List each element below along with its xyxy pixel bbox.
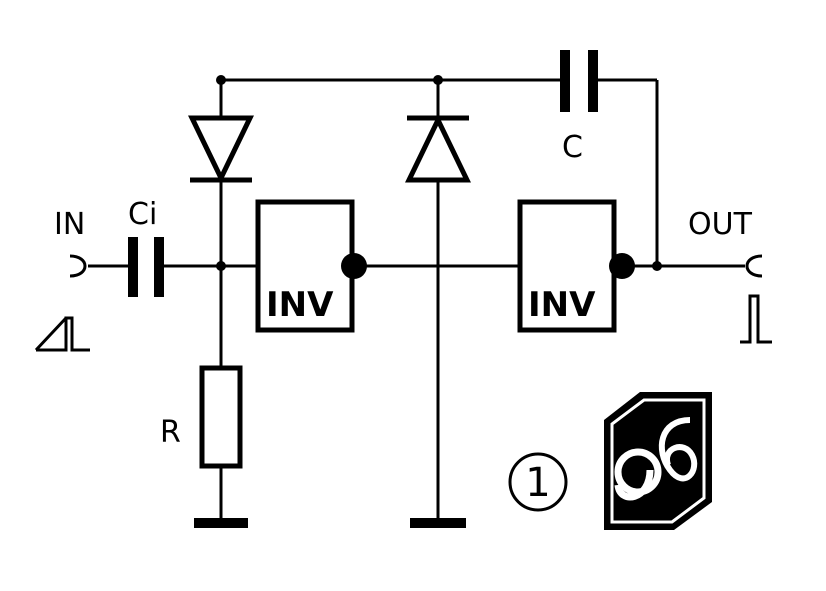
resistor xyxy=(199,365,243,469)
ground-symbol-middle xyxy=(410,518,466,528)
pulse-icon xyxy=(740,294,772,344)
resistor-label: R xyxy=(160,415,181,450)
inverter-1-label: INV xyxy=(266,285,334,325)
diode-left xyxy=(188,115,254,184)
inverter-1: INV xyxy=(255,199,367,333)
feedback-capacitor xyxy=(560,50,598,112)
junction-dot xyxy=(216,261,226,271)
rising-edge-slope xyxy=(34,316,68,352)
input-capacitor xyxy=(128,237,164,297)
output-terminal-icon xyxy=(745,254,763,278)
input-capacitor-label: Ci xyxy=(128,197,157,232)
ge-logo-icon xyxy=(604,392,712,530)
input-terminal-icon xyxy=(69,254,87,278)
figure-number: 1 xyxy=(525,460,550,506)
output-label: OUT xyxy=(688,207,753,242)
input-label: IN xyxy=(54,207,85,242)
junction-dot xyxy=(216,75,226,85)
inverter-2-label: INV xyxy=(528,285,596,325)
junction-dot xyxy=(652,261,662,271)
figure-number-badge: 1 xyxy=(508,452,568,512)
inverter-2: INV xyxy=(517,199,635,333)
ground-symbol-left xyxy=(194,518,248,528)
junction-dot xyxy=(433,75,443,85)
feedback-capacitor-label: C xyxy=(562,130,583,165)
diode-middle xyxy=(405,114,471,183)
rising-edge-icon xyxy=(36,316,90,352)
